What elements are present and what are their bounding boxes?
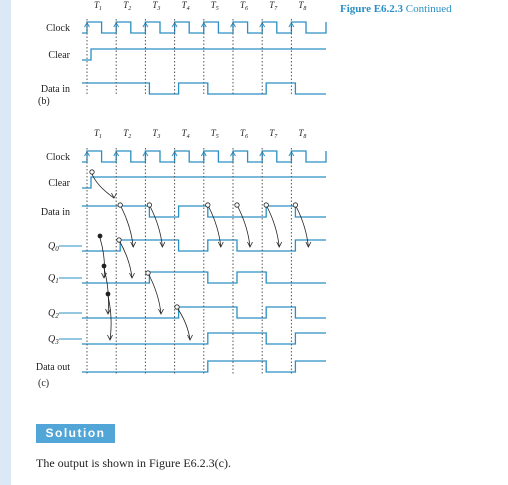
timing-c-tick-label-5: T5 — [211, 128, 219, 140]
timing-b-tick-label-4: T4 — [182, 0, 190, 12]
timing-c-arrow-q0-q1 — [99, 237, 105, 279]
timing-c-arrow-q1-q2 — [103, 267, 109, 315]
timing-c-arrow-q2-q3 — [107, 295, 112, 341]
timing-c-data-dot-2 — [146, 202, 152, 208]
timing-c-arrow-q2-q3-b — [177, 308, 191, 341]
timing-c-label-q0: Q0 — [48, 241, 59, 253]
timing-c-label-q1: Q1 — [48, 273, 59, 285]
timing-b-tick-label-6: T6 — [240, 0, 248, 12]
timing-c-wave-clear — [82, 176, 326, 189]
timing-c-data-dot-6 — [292, 202, 298, 208]
figure-number: Figure E6.2.3 — [340, 3, 404, 15]
timing-c-q1-open-dot — [145, 270, 151, 276]
figure-caption: Figure E6.2.3 Continued — [340, 3, 452, 15]
timing-b-tick-label-5: T5 — [211, 0, 219, 12]
timing-c-tick-label-8: T8 — [298, 128, 306, 140]
timing-c-arrow-data-1 — [120, 206, 134, 248]
timing-c-arrow-data-6 — [296, 206, 309, 248]
timing-b-panel-label: (b) — [38, 96, 50, 107]
timing-c-wave-q3 — [82, 332, 326, 345]
caption-continued: Continued — [405, 3, 452, 15]
timing-c-wave-q2 — [82, 306, 326, 319]
timing-c-arrow-q1-q2-head — [105, 308, 111, 315]
timing-c-q0-open-dot — [116, 237, 122, 243]
timing-c-clear-dot — [89, 169, 95, 175]
timing-c-arrow-q1-q2-b-head — [158, 308, 164, 315]
timing-c-wave-data-out — [82, 360, 326, 373]
timing-c-arrow-q0-q1-b — [119, 241, 133, 279]
timing-c-q2-dot — [105, 291, 111, 297]
timing-c-tick-label-7: T7 — [269, 128, 278, 140]
timing-c-q1-dot — [101, 263, 107, 269]
page-side-bar — [0, 0, 11, 485]
timing-c-arrow-data-2-head — [159, 241, 166, 248]
timing-b-tick-label-3: T3 — [152, 0, 160, 12]
timing-c-arrow-clear — [91, 173, 115, 199]
timing-c-arrow-data-4 — [237, 206, 251, 248]
timing-c-q2-open-dot — [174, 304, 180, 310]
timing-b-tick-label-1: T1 — [94, 0, 102, 12]
timing-c-arrow-q2-q3-b-head — [187, 334, 193, 341]
timing-b-wave-clear — [82, 48, 326, 61]
timing-c-data-dot-3 — [205, 202, 211, 208]
timing-c-arrow-data-2 — [150, 206, 163, 248]
solution-text: The output is shown in Figure E6.2.3(c). — [36, 456, 231, 470]
timing-c-tick-label-4: T4 — [182, 128, 190, 140]
timing-c-label-q3: Q3 — [48, 334, 59, 346]
timing-c-tick-label-2: T2 — [123, 128, 131, 140]
timing-c-arrow-q1-q2-b — [148, 274, 162, 315]
timing-c-wave-q1 — [82, 271, 326, 284]
timing-c-arrow-data-5 — [266, 206, 280, 248]
timing-b-wave-data-in — [82, 82, 326, 95]
timing-c-arrow-data-4-head — [247, 241, 253, 248]
timing-b-label-data-in: Data in — [41, 84, 70, 95]
timing-b-tick-label-7: T7 — [269, 0, 278, 12]
timing-c-arrow-data-3-head — [217, 241, 224, 248]
timing-c-data-dot-5 — [263, 202, 269, 208]
timing-c-label-data-out: Data out — [36, 362, 70, 373]
timing-b-tick-label-8: T8 — [298, 0, 306, 12]
timing-b-label-clear: Clear — [48, 50, 70, 61]
timing-c-tick-label-3: T3 — [152, 128, 160, 140]
timing-c-label-clear: Clear — [48, 178, 70, 189]
timing-c-arrow-q0-q1-b-head — [129, 272, 135, 279]
timing-c-data-dot-1 — [117, 202, 123, 208]
timing-c-arrow-data-1-head — [130, 241, 137, 248]
timing-c-label-clock: Clock — [46, 152, 70, 163]
timing-c-q0-dot — [97, 233, 103, 239]
timing-b-tick-label-2: T2 — [123, 0, 131, 12]
timing-c-label-data-in: Data in — [41, 207, 70, 218]
timing-c-arrow-clear-head — [111, 192, 117, 199]
timing-c-panel-label: (c) — [38, 378, 49, 389]
timing-c-tick-label-1: T1 — [94, 128, 102, 140]
timing-c-arrow-data-6-head — [305, 241, 312, 248]
solution-badge: Solution — [36, 424, 115, 443]
timing-c-arrow-data-5-head — [276, 241, 283, 248]
timing-c-wave-q0 — [82, 239, 326, 252]
timing-b-label-clock: Clock — [46, 23, 70, 34]
timing-c-arrow-q2-q3-head — [107, 334, 113, 341]
timing-c-data-dot-4 — [234, 202, 240, 208]
timing-c-arrow-data-3 — [208, 206, 222, 248]
timing-c-label-q2: Q2 — [48, 308, 59, 320]
timing-c-tick-label-6: T6 — [240, 128, 248, 140]
